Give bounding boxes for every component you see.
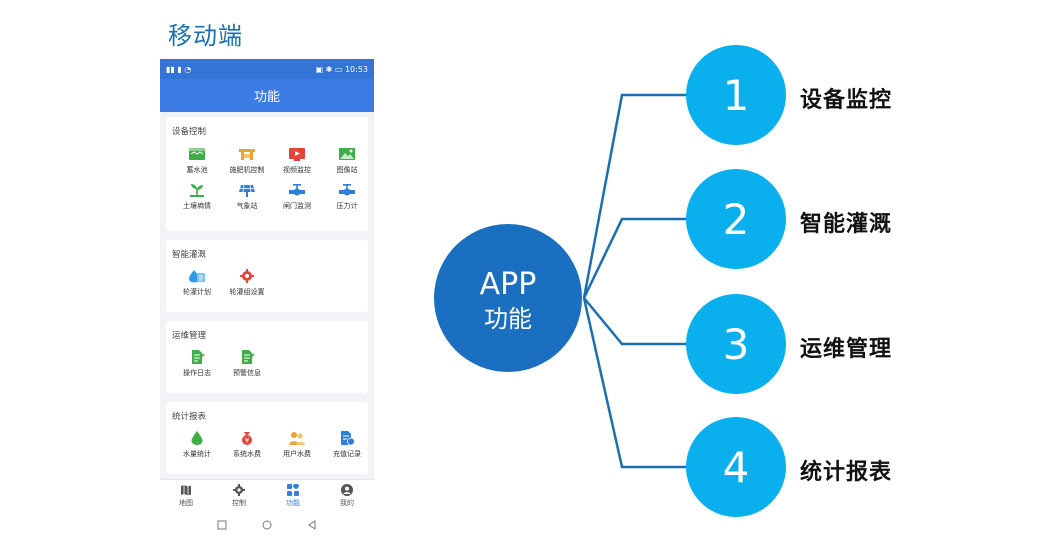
center-label-line1: APP bbox=[480, 267, 537, 302]
fertilizer-machine-icon bbox=[239, 149, 255, 160]
connector-4 bbox=[582, 297, 690, 469]
gate-valve-icon bbox=[289, 184, 305, 196]
video-monitor-icon bbox=[289, 148, 305, 161]
grid-item-soil[interactable]: 土壤墒情 bbox=[172, 183, 222, 211]
branch-label-1: 设备监控 bbox=[800, 88, 893, 113]
phone-screen: ▮▮ ▮ ◔ ▣ ✱ ▭ 10:53 功能 设备控制 蓄水池 施肥机控制 视频监… bbox=[160, 59, 374, 541]
connector-3 bbox=[583, 297, 690, 346]
section-title: 运维管理 bbox=[172, 331, 207, 341]
rotation-plan-icon bbox=[189, 270, 205, 283]
grid-item-recharge[interactable]: 充值记录 bbox=[322, 431, 372, 459]
center-circle bbox=[434, 224, 582, 372]
branch-number-1: 1 bbox=[723, 71, 750, 120]
tab-profile[interactable]: 我的 bbox=[327, 484, 367, 508]
grid-item-reservoir[interactable]: 蓄水池 bbox=[172, 147, 222, 175]
settings-gear-icon bbox=[240, 269, 254, 283]
image-station-icon bbox=[339, 148, 355, 160]
grid-item-gate[interactable]: 闸门监测 bbox=[272, 183, 322, 211]
app-bar: 功能 bbox=[160, 79, 374, 112]
grid-item-system-fee[interactable]: ¥ 系统水费 bbox=[222, 431, 272, 459]
page-heading: 移动端 bbox=[168, 22, 243, 50]
status-time: 10:53 bbox=[344, 64, 368, 74]
connector-1 bbox=[582, 93, 690, 299]
branch-circle-4 bbox=[686, 417, 786, 517]
branch-number-3: 3 bbox=[723, 320, 750, 369]
section-title: 设备控制 bbox=[172, 127, 207, 137]
pressure-gauge-icon bbox=[339, 184, 355, 196]
signal-icon: ▮▮ ▮ ◔ bbox=[166, 64, 192, 74]
tab-map[interactable]: 地图 bbox=[166, 484, 206, 508]
branch-label-2: 智能灌溉 bbox=[800, 212, 893, 237]
recharge-record-icon bbox=[341, 431, 355, 445]
center-label-line2: 功能 bbox=[484, 305, 532, 333]
grid-item-pressure[interactable]: 压力计 bbox=[322, 183, 372, 211]
reservoir-icon bbox=[189, 148, 205, 160]
grid-item-video[interactable]: 视频监控 bbox=[272, 147, 322, 175]
grid-item-water-stats[interactable]: 水量统计 bbox=[172, 431, 222, 459]
soil-moisture-icon bbox=[190, 184, 204, 197]
branch-circle-3 bbox=[686, 294, 786, 394]
section-title: 智能灌溉 bbox=[172, 250, 207, 260]
grid-item-warning[interactable]: 预警信息 bbox=[222, 350, 272, 378]
status-icons: ▣ ✱ ▭ bbox=[315, 64, 345, 74]
grid-item-rotation-group[interactable]: 轮灌组设置 bbox=[222, 269, 272, 297]
branch-label-3: 运维管理 bbox=[800, 337, 893, 362]
back-icon[interactable] bbox=[307, 520, 317, 530]
operation-log-icon bbox=[192, 350, 205, 364]
section-operations: 运维管理 操作日志 预警信息 bbox=[166, 321, 368, 393]
status-bar: ▮▮ ▮ ◔ ▣ ✱ ▭ 10:53 bbox=[160, 59, 374, 79]
grid-item-image-station[interactable]: 图像站 bbox=[322, 147, 372, 175]
warning-info-icon bbox=[242, 350, 255, 364]
connector-lines bbox=[582, 93, 690, 469]
home-icon[interactable] bbox=[262, 520, 272, 530]
branch-number-4: 4 bbox=[723, 443, 750, 492]
svg-text:¥: ¥ bbox=[245, 437, 250, 445]
branch-label-4: 统计报表 bbox=[800, 460, 893, 485]
branch-circle-2 bbox=[686, 169, 786, 269]
money-bag-icon: ¥ bbox=[242, 432, 252, 445]
bottom-tab-bar: 地图 控制 功能 我的 bbox=[160, 479, 374, 513]
grid-item-weather[interactable]: 气象站 bbox=[222, 183, 272, 211]
grid-icon bbox=[287, 484, 299, 496]
recent-apps-icon[interactable] bbox=[217, 520, 227, 530]
weather-station-icon bbox=[239, 184, 255, 197]
tab-control[interactable]: 控制 bbox=[219, 484, 259, 508]
section-device-control: 设备控制 蓄水池 施肥机控制 视频监控 图像站 土壤墒情 气象站 闸门监测 bbox=[166, 117, 368, 231]
grid-item-operation-log[interactable]: 操作日志 bbox=[172, 350, 222, 378]
gear-icon bbox=[233, 484, 245, 496]
map-icon bbox=[181, 485, 191, 496]
connector-2 bbox=[582, 217, 690, 299]
tab-function[interactable]: 功能 bbox=[273, 484, 313, 508]
branch-circle-1 bbox=[686, 45, 786, 145]
grid-item-fertilizer[interactable]: 施肥机控制 bbox=[222, 147, 272, 175]
water-drop-icon bbox=[191, 431, 203, 445]
users-icon bbox=[289, 432, 305, 445]
app-bar-title: 功能 bbox=[253, 90, 280, 105]
branch-number-2: 2 bbox=[723, 195, 750, 244]
grid-item-user-fee[interactable]: 用户水费 bbox=[272, 431, 322, 459]
section-title: 统计报表 bbox=[172, 412, 207, 422]
user-avatar-icon bbox=[341, 484, 353, 496]
section-smart-irrigation: 智能灌溉 轮灌计划 轮灌组设置 bbox=[166, 240, 368, 312]
grid-item-rotation-plan[interactable]: 轮灌计划 bbox=[172, 269, 222, 297]
section-statistics: 统计报表 水量统计 ¥ 系统水费 用户水费 充值记录 bbox=[166, 402, 368, 474]
system-nav-bar bbox=[160, 512, 374, 541]
